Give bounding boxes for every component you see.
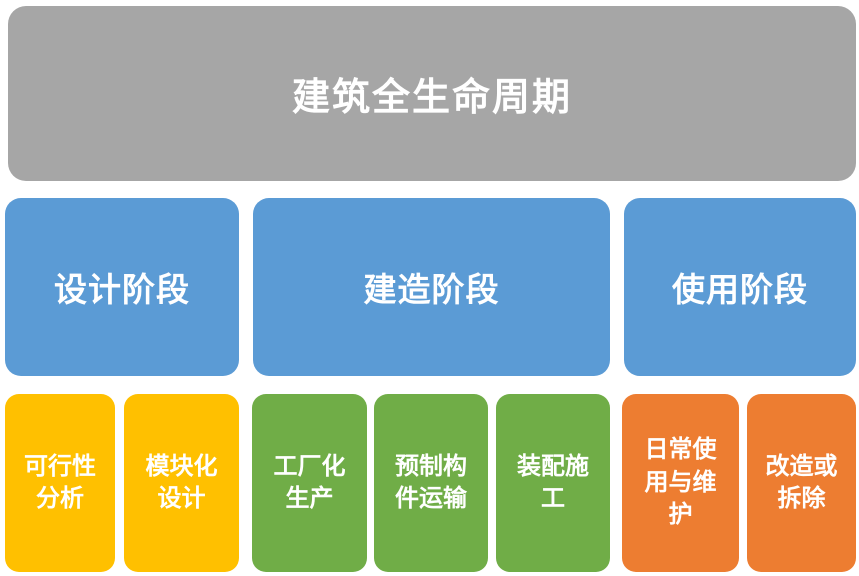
item-label-daily-use-maintenance: 日常使 用与维 护: [644, 436, 717, 529]
item-box-daily-use-maintenance: 日常使 用与维 护: [622, 394, 739, 572]
item-label-feasibility-analysis: 可行性 分析: [24, 452, 96, 512]
phase-box-design: 设计阶段: [5, 198, 239, 376]
item-box-feasibility-analysis: 可行性 分析: [5, 394, 115, 572]
phase-box-construction: 建造阶段: [253, 198, 610, 376]
diagram-title: 建筑全生命周期: [291, 77, 572, 119]
item-box-renovation-demolition: 改造或 拆除: [747, 394, 856, 572]
item-box-prefab-component-transport: 预制构 件运输: [374, 394, 488, 572]
phase-label-design: 设计阶段: [54, 271, 190, 308]
phase-label-construction: 建造阶段: [363, 271, 500, 308]
item-label-prefab-component-transport: 预制构 件运输: [395, 452, 467, 512]
phase-label-usage: 使用阶段: [672, 271, 808, 308]
item-label-factory-production: 工厂化 生产: [273, 452, 346, 512]
item-box-assembly-construction: 装配施 工: [496, 394, 610, 572]
item-label-assembly-construction: 装配施 工: [517, 452, 589, 512]
item-label-renovation-demolition: 改造或 拆除: [765, 452, 838, 512]
item-label-modular-design: 模块化 设计: [145, 452, 218, 512]
item-box-modular-design: 模块化 设计: [124, 394, 239, 572]
lifecycle-header-box: 建筑全生命周期: [8, 6, 856, 181]
item-box-factory-production: 工厂化 生产: [252, 394, 367, 572]
phase-box-usage: 使用阶段: [624, 198, 856, 376]
